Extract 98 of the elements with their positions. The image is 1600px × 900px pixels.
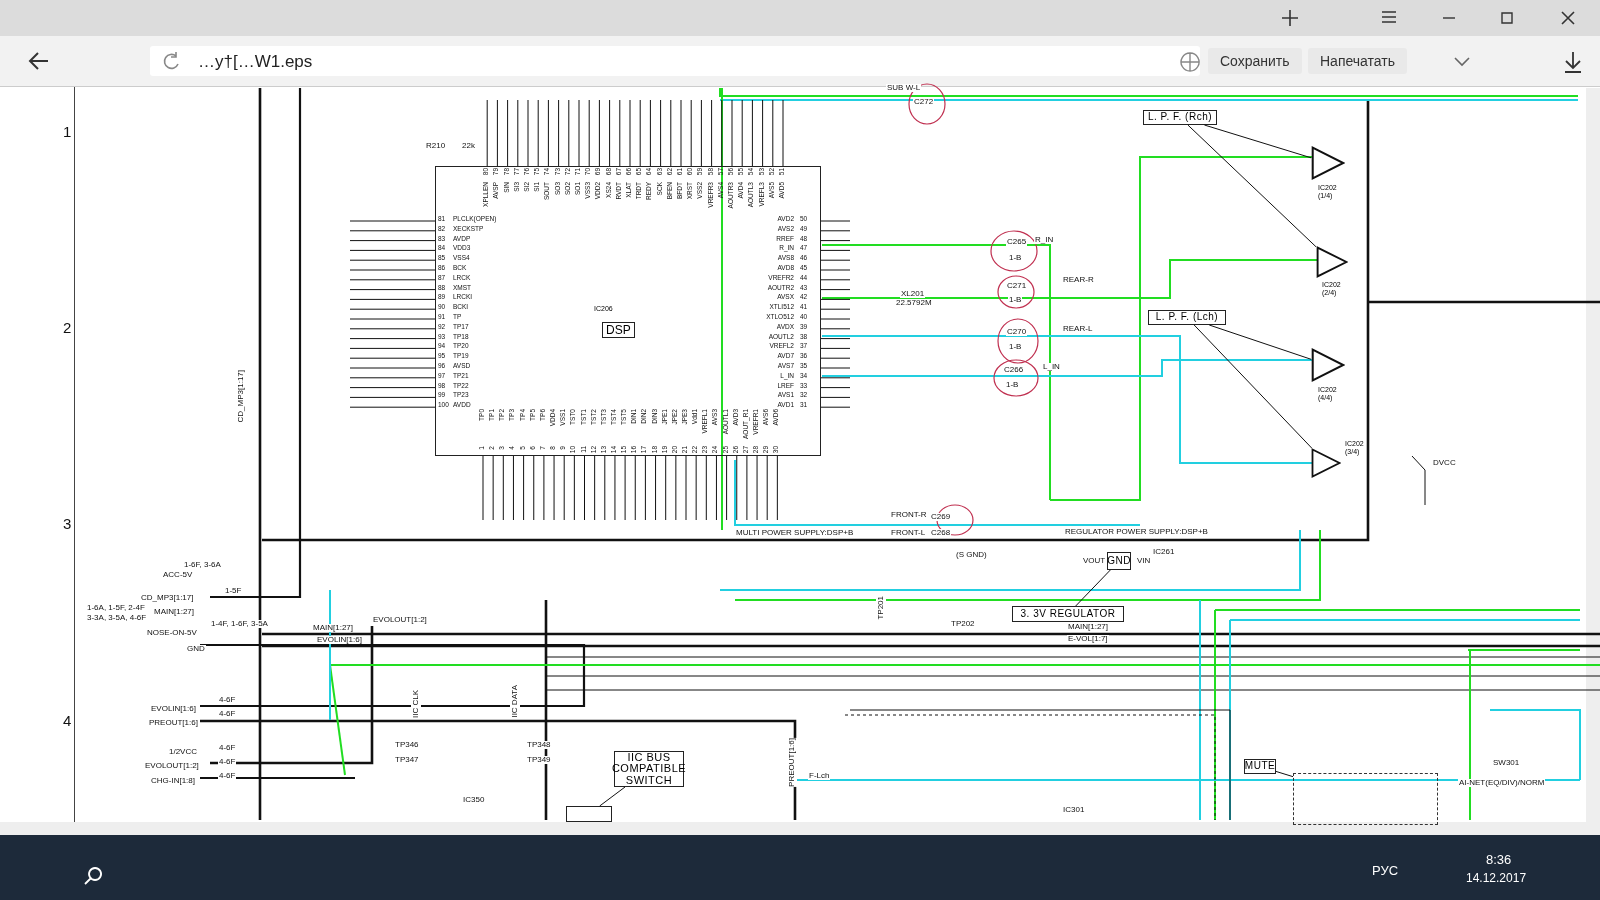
- op-amp-symbol: [1311, 348, 1345, 382]
- language-indicator: РУС: [1372, 864, 1399, 877]
- leader-line: [1193, 324, 1313, 449]
- grid-number: 3: [62, 516, 73, 531]
- component-label: IC261: [1152, 548, 1176, 556]
- component-label: C269: [930, 513, 952, 521]
- component-label: C271: [1006, 282, 1028, 290]
- connector-label: MAIN[1:27]: [153, 608, 195, 616]
- net-label: IIC DATA: [510, 685, 520, 718]
- net-label: REGULATOR POWER SUPPLY:DSP+B: [1064, 528, 1209, 536]
- sheet-reference: 1-5F: [224, 587, 243, 595]
- leader-line: [599, 786, 626, 807]
- sheet-reference: 1-6F, 3-6A: [183, 561, 222, 569]
- label-box: [1012, 606, 1124, 622]
- leader-line: [1203, 124, 1312, 159]
- component-value: 22k: [461, 142, 476, 150]
- connector-label: GND: [186, 645, 206, 653]
- test-point-label: TP346: [394, 741, 420, 749]
- component-label: C268: [930, 529, 952, 537]
- test-point-label: TP347: [394, 756, 420, 764]
- net-label: EVOLIN[1:6]: [316, 636, 363, 644]
- sheet-reference: 4-6F: [218, 772, 237, 780]
- net-label: IIC CLK: [411, 690, 421, 718]
- component-label: C272: [913, 98, 935, 106]
- leader-line: [1075, 569, 1111, 607]
- net-label: MULTI POWER SUPPLY:DSP+B: [735, 529, 855, 537]
- component-label: XL201: [900, 290, 926, 298]
- sheet-reference: 1-6A, 1-5F, 2-4F: [86, 604, 146, 612]
- sheet-reference: 3-3A, 3-5A, 4-6F: [86, 614, 148, 622]
- connector-label: PREOUT[1:6]: [148, 719, 199, 727]
- op-amp-symbol: [1311, 448, 1341, 478]
- net-label: F-Lch: [808, 772, 831, 780]
- sheet-reference: 4-6F: [218, 744, 237, 752]
- box-label: MUTE: [1244, 761, 1276, 772]
- connector-label: CHG-IN[1:8]: [150, 777, 196, 785]
- component-value: 1-B: [1005, 381, 1020, 389]
- op-amp-symbol: [1311, 146, 1345, 180]
- net-label: E-VOL[1:7]: [1067, 635, 1109, 643]
- component-value: 22.5792M: [895, 299, 933, 307]
- sheet-reference: 4-6F: [218, 696, 237, 704]
- test-point-label: TP349: [526, 756, 552, 764]
- ic-chip: [435, 166, 821, 456]
- box-label: 3. 3V REGULATOR: [1020, 608, 1116, 620]
- label-box: [1148, 310, 1226, 325]
- grid-number: 1: [62, 124, 73, 139]
- chip-function-label: DSP: [602, 322, 635, 338]
- save-button: Сохранить: [1208, 48, 1302, 74]
- component-label: C266: [1003, 366, 1025, 374]
- connector-label: 1/2VCC: [168, 748, 198, 756]
- leader-line: [1187, 124, 1317, 248]
- net-label: DVCC: [1432, 459, 1457, 467]
- net-label: MAIN[1:27]: [312, 624, 354, 632]
- component-label: R210: [425, 142, 447, 150]
- leader-line: [1208, 324, 1312, 360]
- test-point-label: TP202: [950, 620, 976, 628]
- dashed-circuit-block: [566, 806, 612, 822]
- leader-line: [1275, 770, 1294, 778]
- sheet-reference: 1-4F, 1-6F, 3-5A: [210, 620, 269, 628]
- test-point-label: TP348: [526, 741, 552, 749]
- net-label: REAR-L: [1062, 325, 1094, 333]
- connector-label: ACC-5V: [162, 571, 194, 579]
- component-label: IC350: [462, 796, 486, 804]
- net-label: FRONT-R: [890, 511, 928, 519]
- sheet-reference: 4-6F: [218, 758, 237, 766]
- net-label: L_IN: [1042, 363, 1061, 371]
- component-label: C265: [1006, 238, 1028, 246]
- net-label: (S GND): [955, 551, 988, 559]
- component-value: 1-B: [1008, 343, 1023, 351]
- test-point-label: TP201: [876, 596, 886, 620]
- component-label: C270: [1006, 328, 1028, 336]
- clock-date: 14.12.2017: [1466, 872, 1527, 884]
- grid-number: 4: [62, 713, 73, 728]
- connector-label: EVOLOUT[1:2]: [144, 762, 200, 770]
- connector-label: CD_MP3[1:17]: [140, 594, 195, 602]
- dashed-circuit-block: [1293, 773, 1438, 825]
- switch-label: AI-NET(EQ/DIV)/NORM: [1458, 779, 1546, 787]
- grid-number: 2: [62, 320, 73, 335]
- op-amp-symbol: [1316, 246, 1348, 278]
- net-label: REAR-R: [1062, 276, 1095, 284]
- net-label: CD_MP3[1:17]: [236, 370, 246, 423]
- component-value: 1-B: [1008, 296, 1023, 304]
- connector-label: NOSE-ON-5V: [146, 629, 198, 637]
- net-label: SUB W-L: [886, 84, 922, 92]
- print-button: Напечатать: [1308, 48, 1407, 74]
- clock-time: 8:36: [1486, 853, 1512, 866]
- net-label: EVOLOUT[1:2]: [372, 616, 428, 624]
- box-label: L. P. F. (Lch): [1155, 312, 1219, 323]
- label-box: [1143, 110, 1217, 125]
- connector-label: EVOLIN[1:6]: [150, 705, 197, 713]
- component-value: 1-B: [1008, 254, 1023, 262]
- address-text: …y†[…W1.eps: [198, 53, 313, 70]
- sheet-reference: 4-6F: [218, 710, 237, 718]
- component-label: SW301: [1492, 759, 1521, 767]
- net-label: FRONT-L: [890, 529, 927, 537]
- box-label: L. P. F. (Rch): [1147, 112, 1213, 123]
- component-label: IC301: [1062, 806, 1086, 814]
- net-label: R_IN: [1034, 236, 1055, 244]
- net-label: PREOUT[1:6]: [787, 738, 797, 787]
